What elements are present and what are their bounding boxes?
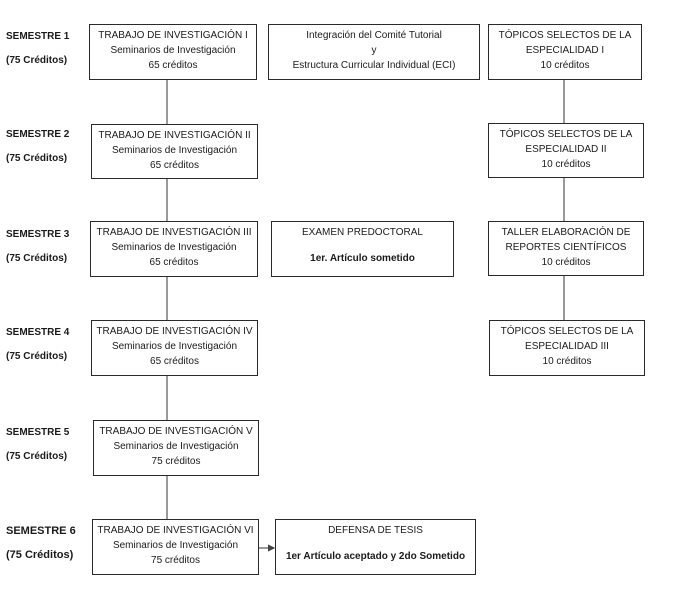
semester-4-label: SEMESTRE 4(75 Créditos) xyxy=(6,327,70,362)
semester-6-label: SEMESTRE 6(75 Créditos) xyxy=(6,525,76,561)
semester-1-label: SEMESTRE 1(75 Créditos) xyxy=(6,31,70,66)
semester-3-label: SEMESTRE 3(75 Créditos) xyxy=(6,229,70,264)
semester-2-label: SEMESTRE 2(75 Créditos) xyxy=(6,129,70,164)
semester-5-label: SEMESTRE 5(75 Créditos) xyxy=(6,427,70,462)
